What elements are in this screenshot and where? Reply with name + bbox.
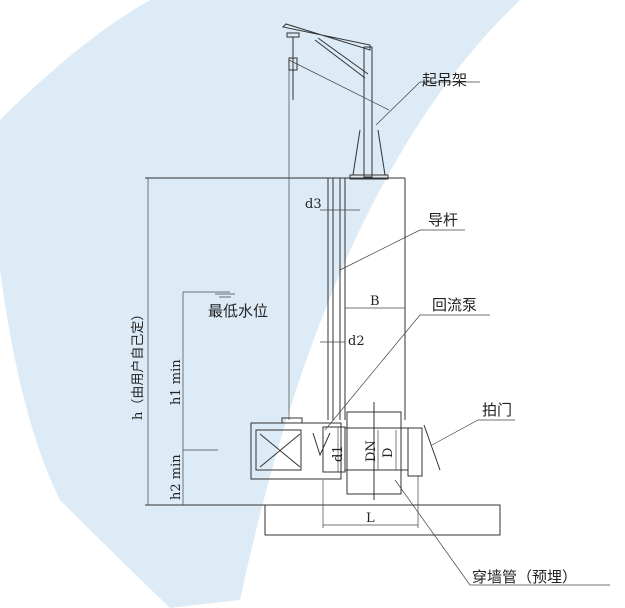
dim-d: D: [381, 448, 396, 458]
dimension-lines: [147, 178, 419, 528]
label-flap-valve: 拍门: [482, 401, 512, 419]
dim-d1: d1: [331, 445, 346, 462]
return-pump: [250, 402, 441, 500]
label-guide-rod: 导杆: [428, 211, 458, 229]
dim-l: L: [366, 511, 375, 526]
dim-b: B: [370, 294, 380, 309]
dim-dn: DN: [364, 440, 379, 462]
label-min-water-level: 最低水位: [208, 302, 268, 320]
dim-h2: h2 min: [169, 454, 184, 500]
label-wall-pipe: 穿墙管（预埋）: [472, 568, 577, 586]
background-band: [0, 0, 520, 608]
crane: [281, 23, 390, 180]
dim-d3: d3: [305, 197, 322, 212]
leader-lines: [324, 81, 610, 586]
dim-h: h（由用户自己定）: [130, 308, 146, 420]
label-crane: 起吊架: [422, 71, 467, 89]
well-structure: [145, 177, 501, 536]
dim-d2: d2: [348, 334, 365, 349]
dim-h1: h1 min: [169, 359, 184, 405]
label-return-pump: 回流泵: [432, 296, 477, 314]
